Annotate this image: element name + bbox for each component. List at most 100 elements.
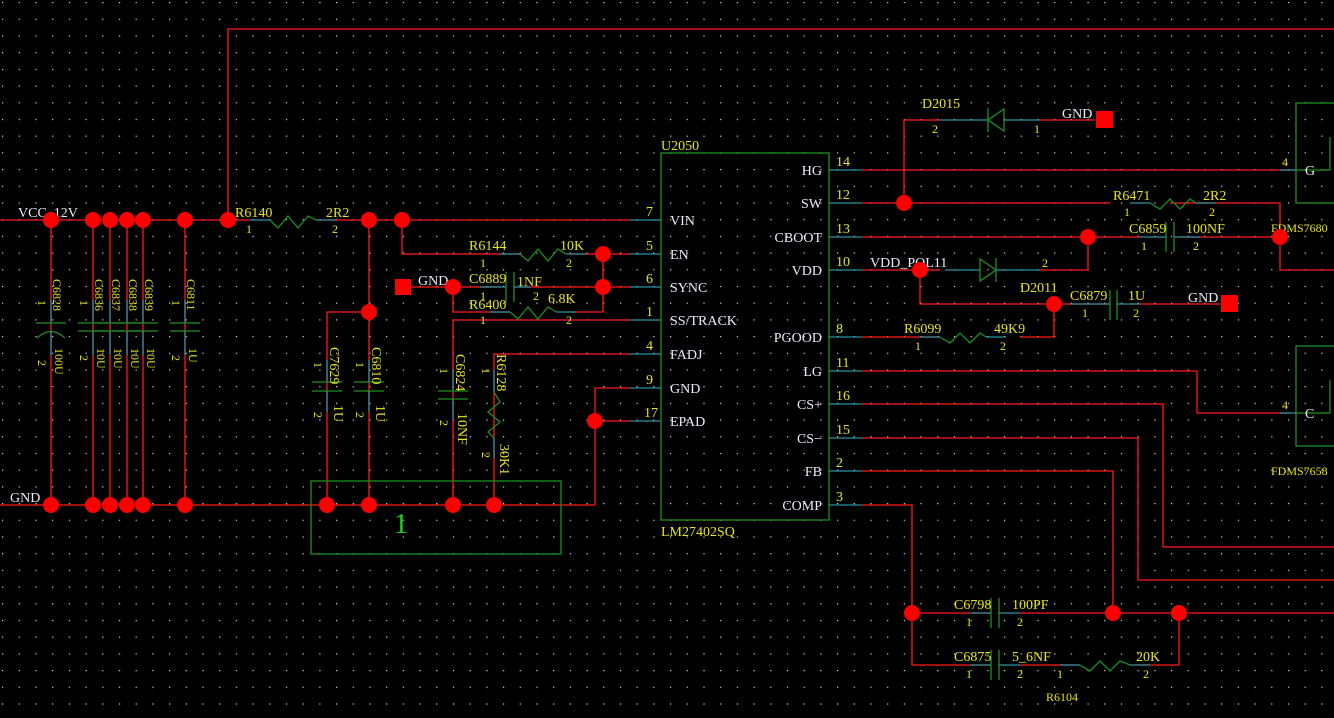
c7629-value: 1U	[330, 405, 345, 422]
gnd-port-d2015[interactable]	[1096, 111, 1113, 128]
cap-ref: C6839	[142, 279, 156, 311]
ic-pin-en[interactable]: 5EN	[630, 239, 689, 263]
capacitor-c6889[interactable]: C6889 1NF 1 2	[469, 272, 542, 303]
pin-number: 1	[646, 305, 653, 320]
fdms7658-pin4: 4	[1282, 398, 1288, 412]
junction-dot	[1272, 229, 1288, 245]
junction-dot	[135, 212, 151, 228]
capacitor-c6798[interactable]: C6798 100PF 1 2	[954, 598, 1049, 629]
c6798-pin1: 1	[966, 615, 972, 629]
junction-dot	[319, 497, 335, 513]
pin-name: PGOOD	[774, 331, 822, 346]
c6859-pin1: 1	[1141, 239, 1147, 253]
capacitor-c6859[interactable]: C6859 100NF 1 2	[1129, 222, 1225, 253]
r6400-ref: R6400	[469, 298, 506, 313]
r6128-ref: R6128	[493, 354, 508, 391]
ic-u2050[interactable]: U2050 LM27402SQ 7VIN5EN6SYNC1SS/TRACK4FA…	[630, 139, 862, 540]
junction-dot	[486, 497, 502, 513]
r6104-ref: R6104	[1046, 690, 1078, 704]
resistor-r6128[interactable]: R6128 30K1 1 2	[479, 354, 511, 475]
wire-top-loop	[227, 28, 1334, 220]
resistor-r6144[interactable]: R6144 10K 1 2	[469, 239, 586, 270]
gnd-port-c6879[interactable]	[1221, 295, 1238, 312]
mosfet-fdms7680[interactable]: 4 G FDMS7680	[1271, 102, 1334, 235]
c6810-ref: C6810	[368, 347, 383, 384]
junction-dot	[361, 212, 377, 228]
net-label-gnd-c6879: GND	[1188, 291, 1218, 306]
cap-ref: C6811	[184, 279, 198, 311]
diode-d2011[interactable]: 2 D2011	[945, 256, 1058, 296]
pin-number: 15	[836, 423, 850, 438]
c6798-pin2: 2	[1017, 615, 1023, 629]
ic-pin-fb[interactable]: 2FB	[805, 456, 862, 480]
c6875-ref: C6875	[954, 650, 991, 665]
resistor-r6104[interactable]: 20K 1 2 R6104	[1046, 650, 1160, 704]
capacitor-c7629[interactable]: C7629 1U 1 2	[311, 347, 345, 422]
c6889-value: 1NF	[517, 275, 542, 290]
c7629-ref: C7629	[326, 347, 341, 384]
d2011-pin2: 2	[1042, 256, 1048, 270]
junction-dot	[361, 304, 377, 320]
resistor-r6471[interactable]: R6471 2R2 1 2	[1113, 189, 1226, 219]
cap-ref: C6828	[50, 279, 64, 311]
capacitor-c6824[interactable]: C6824 10NF 1 2	[437, 354, 469, 445]
cap-value: 10U	[111, 348, 125, 369]
diode-d2015[interactable]: D2015 2 1	[922, 97, 1040, 136]
r6471-pin1: 1	[1124, 205, 1130, 219]
junction-dot	[85, 212, 101, 228]
capacitor-c6879[interactable]: C6879 1U 1 2	[1070, 289, 1145, 320]
junction-dot	[1080, 229, 1096, 245]
junction-dot	[595, 246, 611, 262]
junction-dot	[361, 497, 377, 513]
ic-part: LM27402SQ	[661, 525, 735, 540]
resistor-r6099[interactable]: R6099 49K9 1 2	[904, 322, 1025, 353]
pin-name: GND	[670, 382, 700, 397]
r6144-value: 10K	[560, 239, 584, 254]
resistor-r6400[interactable]: R6400 6.8K 1 2	[469, 292, 576, 327]
gnd-port-sync[interactable]	[395, 279, 411, 295]
input-capacitor-bank[interactable]: C6828100UC683610UC683710UC683810UC683910…	[35, 279, 200, 375]
cap-value: 1U	[186, 348, 200, 363]
pin-number: 14	[836, 155, 850, 170]
c6875-pin2: 2	[1017, 667, 1023, 681]
pin-number: 6	[646, 272, 653, 287]
capacitor-c6811[interactable]: C6811 1U	[170, 279, 200, 363]
capacitor-c6875[interactable]: C6875 5_6NF 1 2	[954, 650, 1051, 681]
mosfet-fdms7658[interactable]: 4 C FDMS7658	[1271, 345, 1334, 478]
r6144-pin1: 1	[480, 256, 486, 270]
resistor-r6140[interactable]: R6140 2R2 1 2	[235, 206, 349, 236]
group-box[interactable]	[310, 480, 562, 555]
r6099-value: 49K9	[994, 322, 1025, 337]
c6824-pin1: 1	[437, 368, 451, 374]
pin-number: 7	[646, 205, 653, 220]
cap-value: 10U	[94, 348, 108, 369]
ic-pin-sstrack[interactable]: 1SS/TRACK	[630, 305, 737, 329]
net-label-vdd-pol: VDD_POL11	[870, 256, 947, 271]
c6810-pin2: 2	[353, 412, 367, 418]
capacitor-c6810[interactable]: C6810 1U 1 2	[353, 347, 387, 422]
r6144-ref: R6144	[469, 239, 506, 254]
c6810-value: 1U	[372, 405, 387, 422]
fdms7680-gate: G	[1305, 164, 1315, 179]
junctions	[43, 195, 1288, 621]
c7629-pin2: 2	[311, 412, 325, 418]
